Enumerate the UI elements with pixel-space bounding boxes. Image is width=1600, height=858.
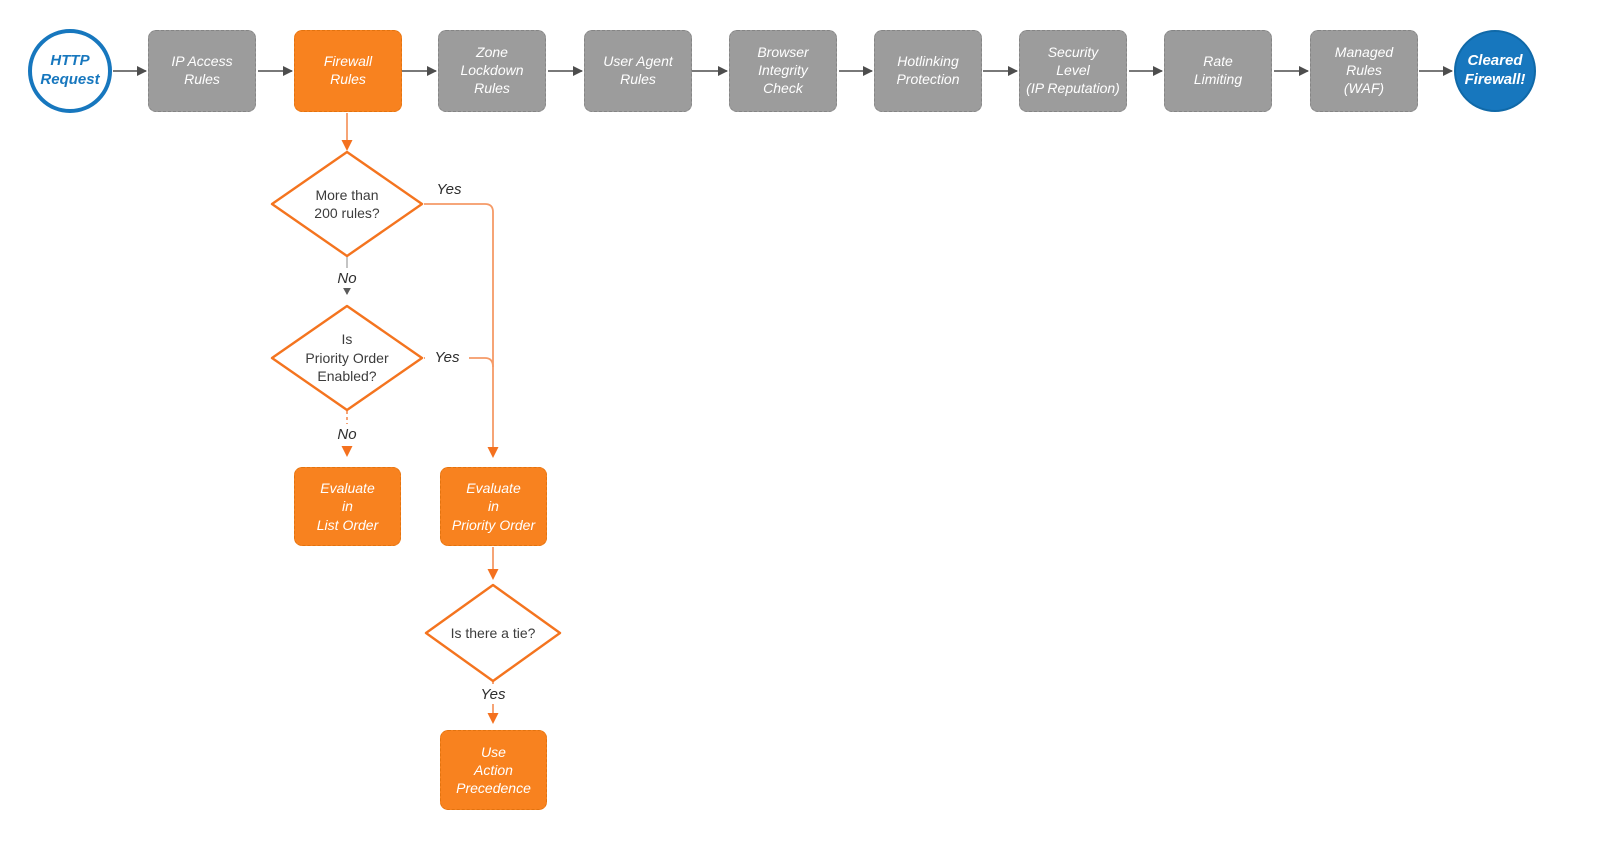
decision-priority-order-enabled: [270, 304, 424, 412]
node-security-level-label: Security Level (IP Reputation): [1026, 44, 1120, 96]
decision-is-there-a-tie-label: Is there a tie?: [450, 624, 536, 641]
node-security-level: Security Level (IP Reputation): [1019, 30, 1127, 112]
node-cleared-firewall: Cleared Firewall!: [1454, 30, 1536, 112]
decision-is-there-a-tie: [424, 583, 562, 683]
edge-label-decision1-no: No: [325, 268, 369, 288]
edge-label-decision2-no: No: [325, 424, 369, 444]
node-managed-rules-waf-label: Managed Rules (WAF): [1334, 44, 1394, 96]
node-zone-lockdown-rules: Zone Lockdown Rules: [438, 30, 546, 112]
process-evaluate-in-priority-order: Evaluate in Priority Order: [440, 467, 547, 546]
node-browser-integrity-check: Browser Integrity Check: [729, 30, 837, 112]
node-ip-access-rules: IP Access Rules: [148, 30, 256, 112]
node-http-request-label: HTTP Request: [40, 52, 100, 88]
node-browser-integrity-check-label: Browser Integrity Check: [757, 44, 809, 96]
process-use-action-precedence: Use Action Precedence: [440, 730, 547, 810]
node-managed-rules-waf: Managed Rules (WAF): [1310, 30, 1418, 112]
process-evaluate-in-list-order: Evaluate in List Order: [294, 467, 401, 546]
connector-decision2-yes: [424, 357, 494, 368]
node-ip-access-rules-label: IP Access Rules: [171, 53, 233, 87]
node-hotlinking-protection-label: Hotlinking Protection: [896, 53, 960, 87]
node-user-agent-rules-label: User Agent Rules: [603, 53, 673, 87]
node-firewall-rules-label: Firewall Rules: [323, 53, 373, 87]
node-zone-lockdown-rules-label: Zone Lockdown Rules: [460, 44, 524, 96]
decision-priority-order-enabled-label: Is Priority Order Enabled?: [305, 331, 389, 385]
node-cleared-firewall-label: Cleared Firewall!: [1464, 52, 1526, 88]
process-use-action-precedence-label: Use Action Precedence: [456, 743, 531, 797]
node-firewall-rules: Firewall Rules: [294, 30, 402, 112]
process-evaluate-in-priority-order-label: Evaluate in Priority Order: [451, 480, 536, 533]
decision-more-than-200-rules: [270, 150, 424, 258]
node-hotlinking-protection: Hotlinking Protection: [874, 30, 982, 112]
process-evaluate-in-list-order-label: Evaluate in List Order: [316, 480, 379, 533]
decision-more-than-200-rules-label: More than 200 rules?: [314, 186, 380, 221]
edge-label-decision2-yes: Yes: [425, 347, 469, 367]
node-rate-limiting: Rate Limiting: [1164, 30, 1272, 112]
node-rate-limiting-label: Rate Limiting: [1193, 53, 1243, 87]
node-user-agent-rules: User Agent Rules: [584, 30, 692, 112]
edge-label-decision3-yes: Yes: [471, 684, 515, 704]
edge-label-decision1-yes: Yes: [436, 180, 462, 198]
node-http-request: HTTP Request: [28, 29, 112, 113]
connector-decision1-yes: [424, 203, 499, 458]
